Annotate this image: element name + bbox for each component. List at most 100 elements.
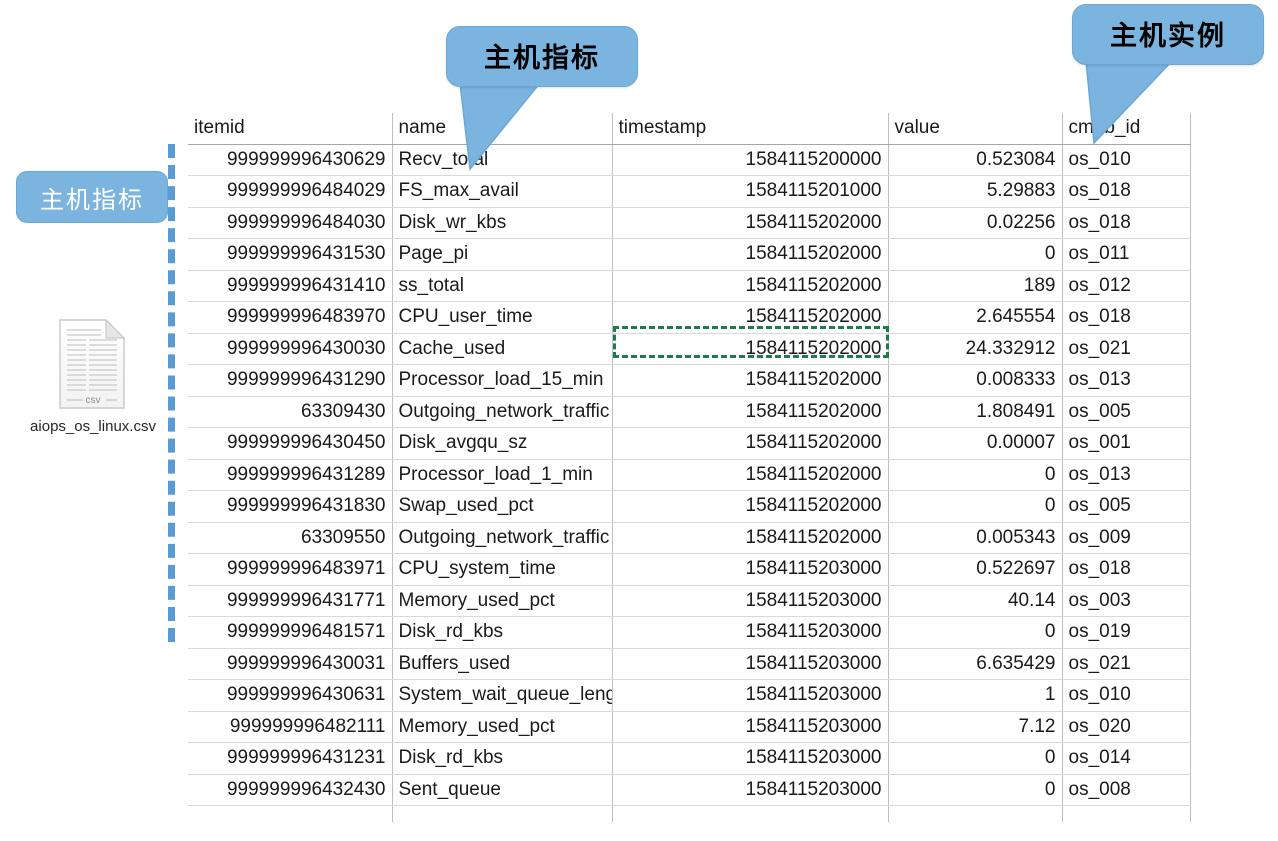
cell-cmdb-id[interactable]: os_001 xyxy=(1062,427,1191,460)
cell-name[interactable]: Outgoing_network_traffic xyxy=(392,396,613,428)
cell-name[interactable]: CPU_user_time xyxy=(392,301,613,334)
column-header-value[interactable]: value xyxy=(888,113,1063,145)
cell-cmdb-id[interactable]: os_009 xyxy=(1062,522,1191,554)
cell-itemid[interactable]: 999999996431289 xyxy=(188,459,393,491)
cell-itemid[interactable]: 999999996484029 xyxy=(188,175,393,208)
cell-name[interactable]: Disk_rd_kbs xyxy=(392,742,613,775)
cell-timestamp[interactable]: 1584115202000 xyxy=(612,238,889,271)
cell-name[interactable]: Disk_wr_kbs xyxy=(392,207,613,239)
cell-timestamp[interactable]: 1584115201000 xyxy=(612,175,889,208)
cell-itemid[interactable]: 63309550 xyxy=(188,522,393,554)
cell-timestamp[interactable]: 1584115203000 xyxy=(612,774,889,806)
cell-itemid[interactable]: 999999996482111 xyxy=(188,711,393,743)
cell-timestamp[interactable]: 1584115202000 xyxy=(612,490,889,523)
cell-value[interactable]: 0.523084 xyxy=(888,144,1063,176)
cell-name[interactable]: System_wait_queue_length xyxy=(392,679,613,712)
cell-value[interactable]: 0 xyxy=(888,742,1063,775)
cell-name[interactable]: Swap_used_pct xyxy=(392,490,613,523)
csv-file-icon[interactable]: csv xyxy=(56,318,130,410)
cell-cmdb-id[interactable]: os_018 xyxy=(1062,175,1191,208)
cell-value[interactable]: 0 xyxy=(888,238,1063,271)
cell-timestamp[interactable]: 1584115200000 xyxy=(612,144,889,176)
cell-itemid[interactable]: 999999996430450 xyxy=(188,427,393,460)
cell-value[interactable]: 0.522697 xyxy=(888,553,1063,586)
cell-cmdb-id[interactable]: os_021 xyxy=(1062,333,1191,365)
cell-itemid[interactable]: 999999996483971 xyxy=(188,553,393,586)
cell-value[interactable]: 0.02256 xyxy=(888,207,1063,239)
csv-file-item[interactable]: csv aiops_os_linux.csv xyxy=(18,318,168,435)
cell-value[interactable]: 0 xyxy=(888,490,1063,523)
cell-name[interactable]: ss_total xyxy=(392,270,613,302)
cell-name[interactable]: Disk_rd_kbs xyxy=(392,616,613,649)
cell-cmdb-id[interactable]: os_010 xyxy=(1062,144,1191,176)
cell-timestamp[interactable]: 1584115202000 xyxy=(612,459,889,491)
cell-value[interactable]: 1 xyxy=(888,679,1063,712)
cell-timestamp[interactable]: 1584115203000 xyxy=(612,585,889,617)
cell-name[interactable]: Buffers_used xyxy=(392,648,613,680)
cell-value[interactable]: 0 xyxy=(888,459,1063,491)
cell-cmdb-id[interactable]: os_005 xyxy=(1062,396,1191,428)
cell-value[interactable]: 2.645554 xyxy=(888,301,1063,334)
cell-timestamp[interactable]: 1584115202000 xyxy=(612,427,889,460)
cell-itemid[interactable]: 999999996481571 xyxy=(188,616,393,649)
cell-timestamp[interactable]: 1584115202000 xyxy=(612,270,889,302)
cell-cmdb-id[interactable]: os_013 xyxy=(1062,459,1191,491)
column-header-timestamp[interactable]: timestamp xyxy=(612,113,889,145)
cell-value[interactable]: 5.29883 xyxy=(888,175,1063,208)
column-header-cmdb-id[interactable]: cmdb_id xyxy=(1062,113,1191,145)
cell-timestamp[interactable]: 1584115203000 xyxy=(612,711,889,743)
cell-itemid[interactable]: 999999996484030 xyxy=(188,207,393,239)
cell-cmdb-id[interactable]: os_003 xyxy=(1062,585,1191,617)
cell-timestamp[interactable]: 1584115203000 xyxy=(612,742,889,775)
cell-cmdb-id[interactable]: os_008 xyxy=(1062,774,1191,806)
cell-itemid[interactable]: 999999996431231 xyxy=(188,742,393,775)
cell-value[interactable]: 189 xyxy=(888,270,1063,302)
cell-cmdb-id[interactable]: os_010 xyxy=(1062,679,1191,712)
cell-value[interactable]: 0 xyxy=(888,616,1063,649)
cell-name[interactable]: Page_pi xyxy=(392,238,613,271)
cell-cmdb-id[interactable]: os_012 xyxy=(1062,270,1191,302)
cell-value[interactable]: 40.14 xyxy=(888,585,1063,617)
cell-cmdb-id[interactable]: os_020 xyxy=(1062,711,1191,743)
cell-cmdb-id[interactable]: os_019 xyxy=(1062,616,1191,649)
cell-value[interactable]: 6.635429 xyxy=(888,648,1063,680)
cell-cmdb-id[interactable]: os_018 xyxy=(1062,301,1191,334)
cell-itemid[interactable]: 999999996483970 xyxy=(188,301,393,334)
cell-timestamp[interactable]: 1584115202000 xyxy=(612,301,889,334)
cell-value[interactable]: 7.12 xyxy=(888,711,1063,743)
cell-name[interactable]: Sent_queue xyxy=(392,774,613,806)
cell-value[interactable]: 0.008333 xyxy=(888,364,1063,397)
cell-cmdb-id[interactable]: os_014 xyxy=(1062,742,1191,775)
cell-timestamp[interactable]: 1584115203000 xyxy=(612,553,889,586)
cell-itemid[interactable]: 999999996430030 xyxy=(188,333,393,365)
cell-itemid[interactable]: 63309430 xyxy=(188,396,393,428)
cell-itemid[interactable]: 999999996431530 xyxy=(188,238,393,271)
cell-itemid[interactable]: 999999996430629 xyxy=(188,144,393,176)
cell-timestamp[interactable]: 1584115203000 xyxy=(612,648,889,680)
cell-itemid[interactable]: 999999996431830 xyxy=(188,490,393,523)
cell-name[interactable]: Memory_used_pct xyxy=(392,711,613,743)
cell-timestamp[interactable]: 1584115202000 xyxy=(612,522,889,554)
cell-name[interactable]: CPU_system_time xyxy=(392,553,613,586)
cell-cmdb-id[interactable]: os_013 xyxy=(1062,364,1191,397)
cell-name[interactable]: Processor_load_1_min xyxy=(392,459,613,491)
cell-value[interactable]: 1.808491 xyxy=(888,396,1063,428)
cell-cmdb-id[interactable]: os_018 xyxy=(1062,553,1191,586)
